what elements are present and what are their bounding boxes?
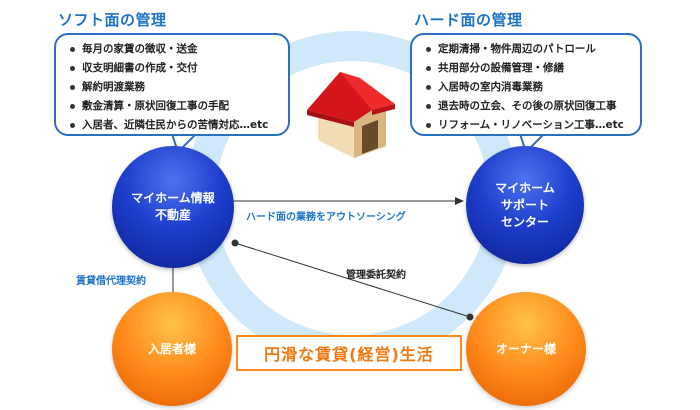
soft-item-text: 敷金清算・原状回復工事の手配 xyxy=(82,100,229,112)
hard-item: 退去時の立会、その後の原状回復工事 xyxy=(426,97,630,116)
bullet-icon xyxy=(70,66,75,71)
hard-item-list: 定期清掃・物件周辺のパトロール 共用部分の設備管理・修繕 入居時の室内消毒業務 … xyxy=(426,40,630,135)
soft-item: 解約明渡業務 xyxy=(70,78,278,97)
soft-heading: ソフト面の管理 xyxy=(58,11,167,29)
hard-item-text: 退去時の立会、その後の原状回復工事 xyxy=(438,100,617,112)
hard-item-text: 入居時の室内消毒業務 xyxy=(438,81,543,93)
hard-item-text: 共用部分の設備管理・修繕 xyxy=(438,62,564,74)
bullet-icon xyxy=(70,104,75,109)
soft-item-text: 収支明細書の作成・交付 xyxy=(82,62,198,74)
hard-item: 入居時の室内消毒業務 xyxy=(426,78,630,97)
outsourcing-label: ハード面の業務をアウトソーシング xyxy=(246,212,406,223)
soft-item: 毎月の家賃の徴収・送金 xyxy=(70,40,278,59)
hard-item: リフォーム・リノベーション工事…etc xyxy=(426,116,630,135)
bullet-icon xyxy=(70,47,75,52)
soft-management-bubble: 毎月の家賃の徴収・送金 収支明細書の作成・交付 解約明渡業務 敷金清算・原状回復… xyxy=(54,33,290,136)
bullet-icon xyxy=(426,123,431,128)
bullet-icon xyxy=(70,123,75,128)
realestate-node: マイホーム情報 不動産 xyxy=(112,146,234,268)
realestate-name-line1: マイホーム情報 xyxy=(131,191,215,205)
management-contract-label: 管理委託契約 xyxy=(346,270,406,281)
hard-item-text: 定期清掃・物件周辺のパトロール xyxy=(438,43,596,55)
management-dot-end xyxy=(466,313,474,321)
smooth-rental-banner: 円滑な賃貸(経営)生活 xyxy=(236,335,462,371)
realestate-name-line2: 不動産 xyxy=(154,208,191,222)
hard-item: 共用部分の設備管理・修繕 xyxy=(426,59,630,78)
support-name-line2: サポート xyxy=(500,197,549,212)
rental-agency-label: 賃貸借代理契約 xyxy=(76,276,146,287)
hard-management-bubble: 定期清掃・物件周辺のパトロール 共用部分の設備管理・修繕 入居時の室内消毒業務 … xyxy=(410,33,642,136)
outsourcing-arrowhead xyxy=(455,197,464,205)
soft-item-list: 毎月の家賃の徴収・送金 収支明細書の作成・交付 解約明渡業務 敷金清算・原状回復… xyxy=(70,40,278,135)
tenant-node: 入居者様 xyxy=(112,292,232,406)
hard-heading: ハード面の管理 xyxy=(414,11,523,29)
owner-node: オーナー様 xyxy=(466,292,586,406)
management-line xyxy=(234,242,471,318)
realestate-node-label: マイホーム情報 不動産 xyxy=(131,190,215,224)
hard-item-text: リフォーム・リノベーション工事…etc xyxy=(438,119,624,131)
soft-item: 収支明細書の作成・交付 xyxy=(70,59,278,78)
tenant-node-label: 入居者様 xyxy=(147,341,196,356)
soft-item-text: 毎月の家賃の徴収・送金 xyxy=(82,43,198,55)
management-dot-start xyxy=(231,239,239,247)
house-icon xyxy=(307,72,395,158)
bullet-icon xyxy=(426,47,431,52)
owner-node-label: オーナー様 xyxy=(495,341,556,356)
bullet-icon xyxy=(70,85,75,90)
support-center-node: マイホーム サポート センター xyxy=(466,146,584,264)
bullet-icon xyxy=(426,66,431,71)
support-name-line3: センター xyxy=(500,214,549,229)
soft-item-text: 解約明渡業務 xyxy=(82,81,145,93)
hard-item: 定期清掃・物件周辺のパトロール xyxy=(426,40,630,59)
soft-item-text: 入居者、近隣住民からの苦情対応…etc xyxy=(82,119,269,131)
support-name-line1: マイホーム xyxy=(495,180,555,195)
bullet-icon xyxy=(426,104,431,109)
bullet-icon xyxy=(426,85,431,90)
soft-item: 入居者、近隣住民からの苦情対応…etc xyxy=(70,116,278,135)
soft-item: 敷金清算・原状回復工事の手配 xyxy=(70,97,278,116)
support-center-node-label: マイホーム サポート センター xyxy=(495,180,555,231)
